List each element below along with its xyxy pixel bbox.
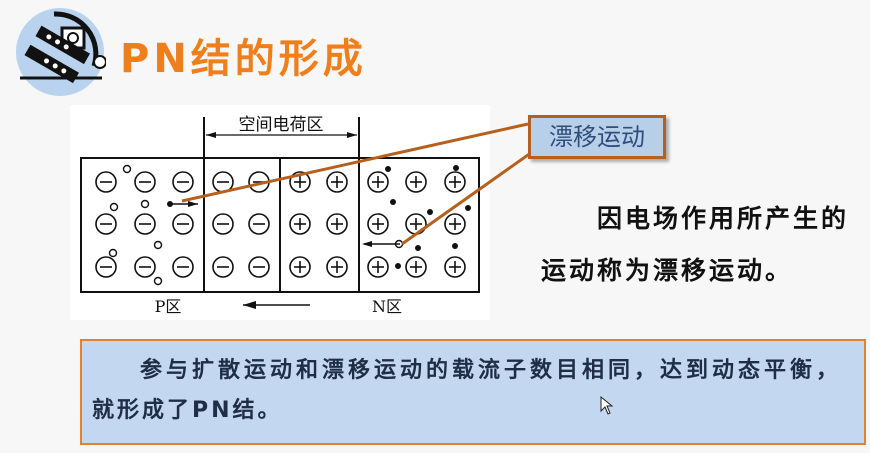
negative-ion [134, 256, 156, 278]
summary-line-2: 就形成了PN结。 [92, 398, 283, 423]
negative-ion [134, 171, 156, 193]
callout-pointer-electron [401, 148, 536, 246]
summary-box: 参与扩散运动和漂移运动的载流子数目相同，达到动态平衡， 就形成了PN结。 [80, 339, 866, 445]
positive-ion [289, 256, 311, 278]
positive-ion [405, 213, 427, 235]
negative-ion [172, 256, 194, 278]
space-charge-label: 空间电荷区 [239, 115, 324, 135]
free-electron [453, 165, 459, 171]
positive-ion [326, 213, 348, 235]
hole [153, 240, 163, 250]
positive-ion [444, 213, 466, 235]
positive-ion [405, 171, 427, 193]
hole [108, 248, 118, 258]
p-region-label: P区 [155, 297, 182, 316]
hole [122, 164, 132, 174]
free-electron [465, 205, 471, 211]
summary-line-1: 参与扩散运动和漂移运动的载流子数目相同，达到动态平衡， [140, 358, 843, 383]
positive-ion [405, 256, 427, 278]
explanation-line-2: 运动称为漂移运动。 [541, 256, 794, 285]
free-electron [427, 209, 433, 215]
n-region-label: N区 [372, 297, 402, 316]
free-electron [415, 245, 421, 251]
logo-icon [16, 8, 106, 96]
negative-ion [95, 213, 117, 235]
negative-ion [134, 213, 156, 235]
positive-ion [444, 256, 466, 278]
positive-ion [326, 171, 348, 193]
positive-ion [367, 256, 389, 278]
negative-ion [248, 213, 270, 235]
positive-ion [367, 213, 389, 235]
negative-ion [172, 213, 194, 235]
free-electron [395, 263, 401, 269]
negative-ion [95, 256, 117, 278]
negative-ion [212, 213, 234, 235]
negative-ion [248, 256, 270, 278]
hole [109, 202, 119, 212]
drift-callout: 漂移运动 [528, 115, 666, 159]
slide-title: PN结的形成 [120, 36, 367, 82]
mouse-cursor-icon [600, 396, 614, 415]
hole [153, 276, 163, 286]
positive-ion [367, 171, 389, 193]
explanation-line-1: 因电场作用所产生的 [597, 204, 850, 233]
negative-ion [172, 171, 194, 193]
positive-ion [444, 171, 466, 193]
hole [140, 199, 150, 209]
negative-ion [95, 171, 117, 193]
free-electron [390, 199, 396, 205]
positive-ion [326, 256, 348, 278]
positive-ion [289, 171, 311, 193]
callout-pointer-hole [181, 122, 529, 203]
free-electron [385, 166, 391, 172]
free-electron [452, 243, 458, 249]
free-electron [167, 201, 173, 207]
positive-ion [289, 213, 311, 235]
negative-ion [212, 256, 234, 278]
